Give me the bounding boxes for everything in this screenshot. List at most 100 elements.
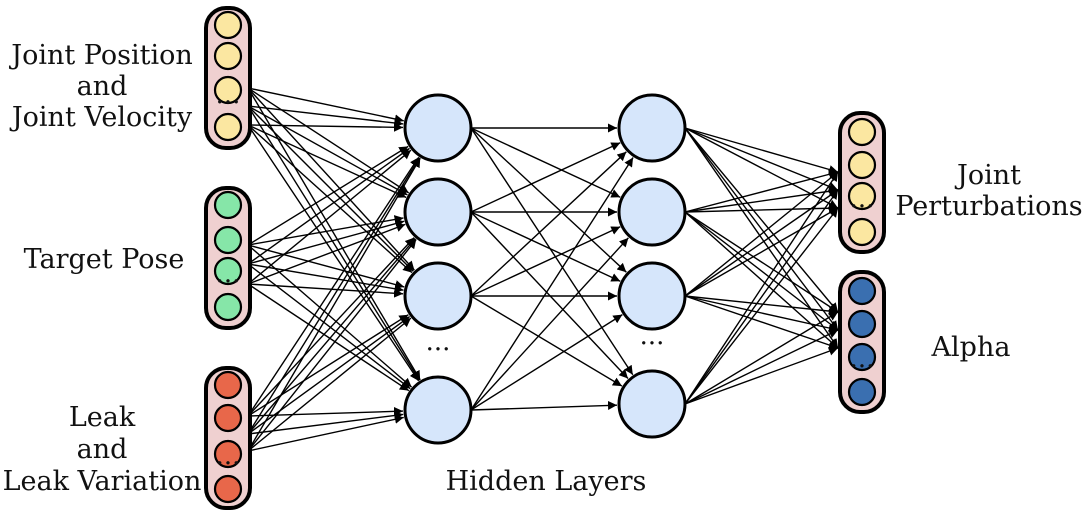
edge-h1-0-h2-3: [470, 127, 634, 376]
edge-h1-2-h2-1: [470, 226, 621, 297]
edge-h2-1-out0-0: [684, 169, 839, 213]
edge-h2-2-out1-1: [684, 295, 839, 333]
edge-h2-3-out1-2: [684, 346, 839, 405]
input-joint-label-line3: Joint Velocity: [9, 102, 193, 133]
edge-in2-2-h1-3: [247, 414, 404, 452]
edge-h1-2-h2-3: [470, 295, 623, 387]
input-leak-node-0: [213, 370, 243, 400]
edge-in1-2-h1-0: [247, 149, 412, 285]
edge-h1-3-h2-3: [470, 400, 618, 411]
input-target-node-0: [213, 190, 243, 220]
labels: Joint Position and Joint Velocity Target…: [3, 40, 1083, 497]
hidden-layers-label: Hidden Layers: [446, 466, 647, 497]
edge-in0-0-h1-0: [247, 87, 404, 124]
edge-h2-0-out1-1: [684, 127, 839, 331]
network-nodes: ·····················: [204, 6, 886, 510]
input-leak-box: [204, 366, 252, 510]
output-alpha-node-3: [847, 377, 877, 407]
output-alpha-node-0: [847, 276, 877, 306]
edge-h2-2-out0-1: [684, 189, 839, 297]
edge-h2-2-out1-0: [684, 295, 839, 316]
edge-h1-1-h2-2: [470, 211, 621, 282]
edge-h2-0-out0-1: [684, 127, 839, 191]
edge-in1-2-h1-2: [247, 283, 404, 298]
output-joint-node-0: [847, 117, 877, 147]
input-target-node-2: [213, 256, 243, 286]
edge-in0-1-h1-0: [247, 105, 404, 128]
output-joint-node-2: [847, 181, 877, 211]
connection-edges: [247, 87, 839, 452]
output-alpha-box: [838, 270, 886, 414]
input-joint-ellipsis: ···: [216, 88, 241, 118]
edge-h2-2-out0-0: [684, 171, 839, 297]
edge-in0-0-h1-3: [247, 87, 421, 381]
output-alpha-node-1: [847, 309, 877, 339]
output-joint-ellipsis: ···: [850, 192, 875, 222]
edge-in0-2-h1-3: [247, 124, 420, 382]
hidden-layer1-node-1: [403, 177, 473, 247]
input-joint-label-line1: Joint Position: [8, 40, 193, 71]
edge-in2-1-h1-0: [247, 157, 421, 435]
edge-h1-1-h2-3: [470, 211, 629, 380]
edge-in0-1-h1-3: [247, 105, 421, 381]
input-target-ellipsis: ···: [216, 267, 241, 297]
edge-in1-0-h1-2: [247, 244, 405, 289]
edge-h2-3-out0-1: [684, 189, 839, 405]
output-joint-node-1: [847, 150, 877, 180]
edge-h2-0-out1-0: [684, 127, 839, 313]
edge-in1-1-h1-3: [247, 263, 411, 390]
edge-h2-0-out1-2: [684, 127, 839, 349]
edge-h2-3-out0-0: [684, 171, 839, 405]
output-joint-label-line1: Joint: [954, 160, 1021, 191]
edge-h2-1-out1-1: [684, 211, 839, 331]
output-alpha-ellipsis: ···: [850, 352, 875, 382]
edge-in2-2-h1-1: [247, 238, 417, 452]
hidden-layer2-ellipsis: ···: [640, 329, 665, 359]
edge-in2-0-h1-2: [247, 314, 409, 417]
input-joint-node-0: [213, 10, 243, 40]
edge-h2-2-out0-2: [684, 207, 839, 297]
output-joint-node-3: [847, 217, 877, 247]
edge-h1-1-h2-0: [470, 142, 621, 213]
edge-in1-1-h1-2: [247, 263, 404, 294]
input-leak-node-3: [213, 474, 243, 504]
edge-h1-3-h2-1: [470, 237, 629, 411]
input-leak-label-line3: Leak Variation: [3, 466, 202, 497]
hidden-layer2-node-0: [617, 93, 687, 163]
input-joint-node-3: [213, 112, 243, 142]
edge-h1-2-h2-0: [470, 151, 627, 297]
edge-in0-0-h1-2: [247, 87, 415, 271]
edge-in2-1-h1-1: [247, 238, 416, 435]
edge-in2-1-h1-2: [247, 316, 411, 435]
output-joint-label-line2: Perturbations: [895, 191, 1082, 222]
hidden-layer2-node-3: [617, 369, 687, 439]
edge-h2-0-out0-2: [684, 127, 839, 209]
edge-in0-0-h1-1: [247, 87, 410, 194]
input-leak-node-1: [213, 403, 243, 433]
edge-in2-0-h1-1: [247, 237, 415, 417]
edge-in0-1-h1-2: [247, 105, 414, 272]
edge-h2-0-out0-0: [684, 127, 839, 174]
edge-in0-2-h1-2: [247, 124, 413, 274]
edge-h1-0-h2-2: [470, 127, 627, 273]
edge-h2-3-out1-1: [684, 329, 839, 405]
edge-in2-0-h1-0: [247, 156, 420, 417]
edge-h2-1-out1-2: [684, 211, 839, 349]
output-alpha-node-2: [847, 342, 877, 372]
edge-in1-2-h1-3: [247, 283, 410, 392]
edge-in1-1-h1-0: [247, 147, 410, 265]
hidden-layer1-node-3: [403, 375, 473, 445]
edge-h2-1-out1-0: [684, 211, 839, 313]
hidden-layer2-node-1: [617, 177, 687, 247]
edge-h1-3-h2-0: [470, 157, 634, 411]
input-leak-label-line1: Leak: [69, 402, 136, 433]
edge-h2-3-out1-0: [684, 311, 839, 405]
input-leak-ellipsis: ···: [216, 449, 241, 479]
edge-in1-2-h1-1: [247, 223, 406, 285]
input-target-node-1: [213, 225, 243, 255]
edge-in0-2-h1-1: [247, 124, 407, 199]
edge-h1-0-h2-1: [470, 127, 621, 198]
input-joint-node-2: [213, 75, 243, 105]
edge-in2-2-h1-2: [247, 317, 412, 452]
